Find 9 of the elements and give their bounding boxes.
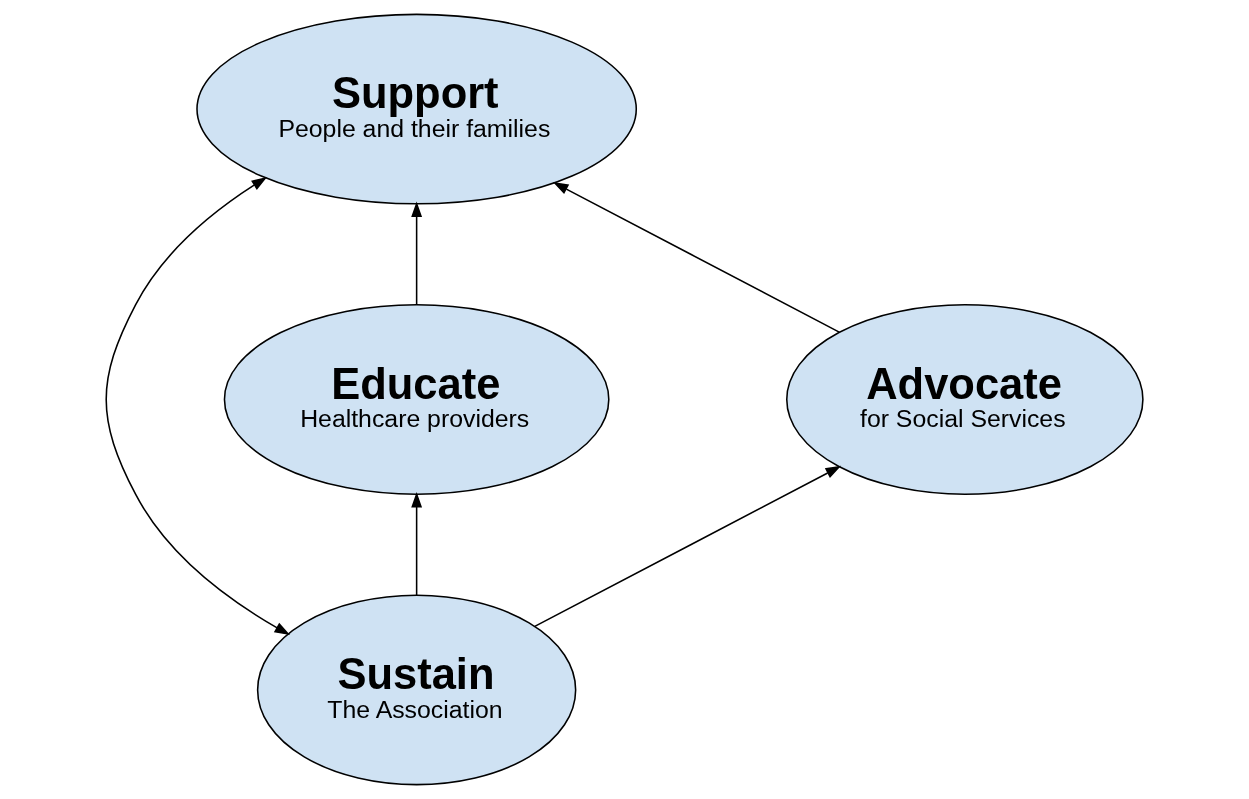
arrow — [105, 177, 291, 636]
arrow — [552, 182, 840, 333]
node-ellipse: Sustain The Association — [256, 594, 577, 786]
arrow — [411, 201, 423, 306]
node-ellipse: Educate Healthcare providers — [223, 304, 610, 495]
node-ellipse: Advocate for Social Services — [786, 304, 1144, 495]
arrow — [411, 491, 423, 596]
node-ellipse: Support People and their families — [196, 13, 638, 205]
arrow — [534, 465, 842, 628]
